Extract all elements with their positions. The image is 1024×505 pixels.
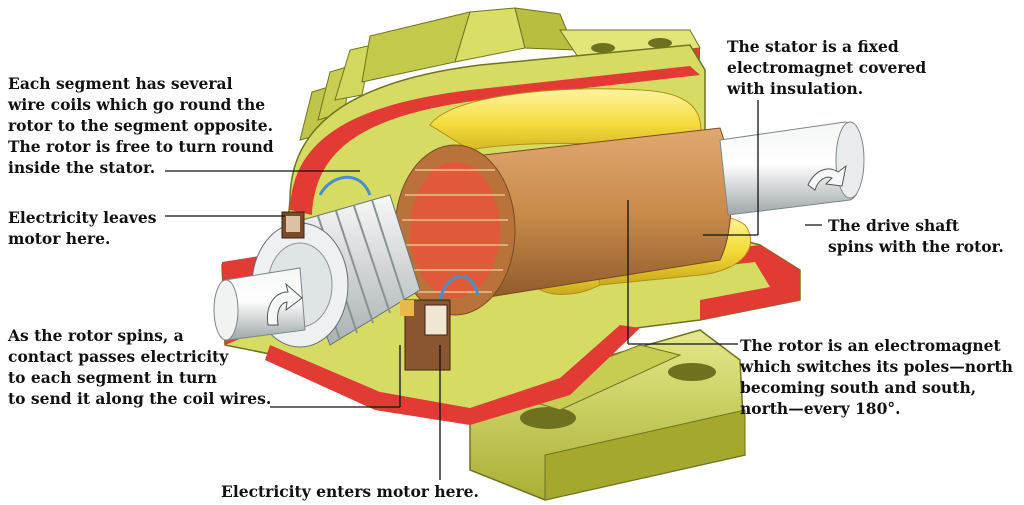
label-line: rotor to the segment opposite. (8, 116, 274, 135)
rotor-shaft-end (213, 267, 306, 341)
label-line: motor here. (8, 229, 111, 248)
label-drive-shaft: The drive shaft spins with the rotor. (828, 215, 1004, 257)
label-line: The rotor is free to turn round (8, 137, 274, 156)
label-line: The stator is a fixed (727, 37, 899, 56)
label-line: Electricity enters motor here. (221, 482, 479, 501)
label-line: The drive shaft (828, 216, 960, 235)
rotor (318, 127, 732, 316)
label-line: to each segment in turn (8, 368, 217, 387)
label-line: contact passes electricity (8, 347, 229, 366)
label-line: spins with the rotor. (828, 237, 1004, 256)
label-line: becoming south and south, (740, 378, 977, 397)
label-line: As the rotor spins, a (8, 326, 184, 345)
label-line: north—every 180°. (740, 399, 901, 418)
label-line: Electricity leaves (8, 208, 157, 227)
label-line: wire coils which go round the (8, 95, 266, 114)
label-rotor-electromagnet: The rotor is an electromagnet which swit… (740, 335, 1013, 419)
label-electricity-leaves: Electricity leaves motor here. (8, 207, 157, 249)
cooling-fins (299, 7, 576, 141)
label-line: with insulation. (727, 79, 864, 98)
label-line: electromagnet covered (727, 58, 927, 77)
label-contact-passes: As the rotor spins, a contact passes ele… (8, 325, 271, 409)
label-line: Each segment has several (8, 74, 233, 93)
leader-lines (165, 100, 822, 480)
label-line: to send it along the coil wires. (8, 389, 272, 408)
label-segment-coils: Each segment has several wire coils whic… (8, 73, 274, 178)
label-stator-fixed: The stator is a fixed electromagnet cove… (727, 36, 926, 99)
label-electricity-enters: Electricity enters motor here. (221, 481, 479, 502)
label-line: inside the stator. (8, 158, 156, 177)
label-line: which switches its poles—north (740, 357, 1013, 376)
drive-shaft (719, 121, 865, 216)
label-line: The rotor is an electromagnet (740, 336, 1001, 355)
brushes (281, 211, 451, 371)
